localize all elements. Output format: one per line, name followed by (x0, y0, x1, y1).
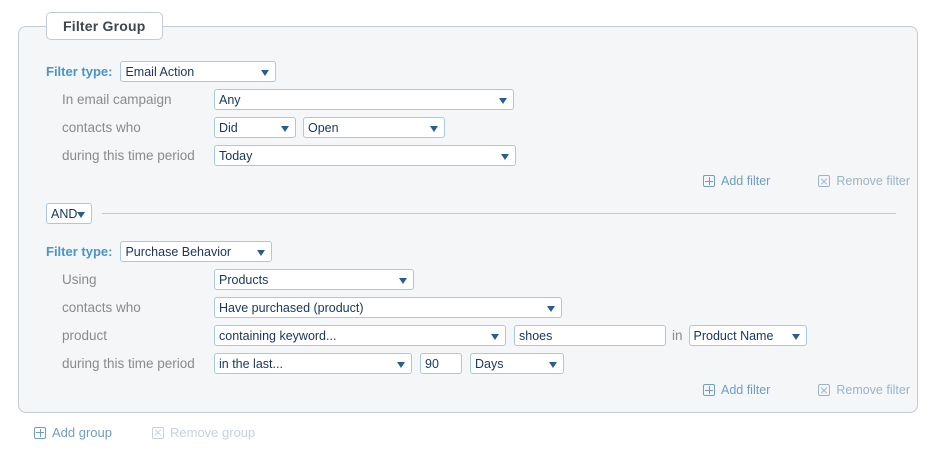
filter-1-type-select[interactable]: Email Action (120, 61, 277, 82)
filter-2-behavior-select[interactable]: Have purchased (product) (214, 297, 562, 318)
filter-2-row-period-label: during this time period (62, 356, 195, 371)
filter-1-did-value: Did (219, 120, 238, 135)
filter-1-did-select[interactable]: Did (214, 117, 296, 138)
filter-2-period-unit-select[interactable]: Days (470, 353, 564, 374)
filter-1-add-filter-label: Add filter (721, 174, 771, 188)
filter-group-tab: Filter Group (46, 12, 163, 40)
filter-2-using-select[interactable]: Products (214, 269, 414, 290)
filter-2-keyword-input[interactable]: shoes (514, 325, 666, 346)
chevron-down-icon (491, 333, 499, 340)
chevron-down-icon (499, 97, 507, 104)
remove-group-label: Remove group (170, 425, 256, 440)
filter-2-actions: Add filter Remove filter (703, 383, 910, 397)
filter-group-tab-label: Filter Group (63, 18, 146, 34)
chevron-down-icon (397, 361, 405, 368)
boolean-connector-select[interactable]: AND (46, 203, 92, 224)
filter-2-type-value: Purchase Behavior (125, 244, 232, 259)
filter-2-row-using-label: Using (62, 272, 97, 287)
remove-group-button: Remove group (152, 425, 255, 440)
filter-1-actions: Add filter Remove filter (703, 174, 910, 188)
filter-1-type-row: Filter type: Email Action (46, 61, 277, 82)
filter-2-period-select[interactable]: in the last... (214, 353, 412, 374)
filter-1-type-label: Filter type: (46, 64, 113, 79)
filter-2-type-row: Filter type: Purchase Behavior (46, 241, 273, 262)
chevron-down-icon (430, 125, 438, 132)
filter-1-event-value: Open (308, 120, 339, 135)
filter-1-remove-filter-button[interactable]: Remove filter (818, 174, 910, 188)
filter-2-add-filter-button[interactable]: Add filter (703, 383, 770, 397)
filter-1-event-select[interactable]: Open (303, 117, 445, 138)
filter-2-period-amount-value: 90 (425, 356, 439, 371)
filter-2-type-label: Filter type: (46, 244, 113, 259)
chevron-down-icon (257, 249, 266, 256)
filter-2-row-period: during this time period in the last... 9… (62, 353, 564, 374)
filter-2-row-using: Using Products (62, 269, 414, 290)
chevron-down-icon (791, 333, 800, 340)
filter-2-row-product: product containing keyword... shoes in P… (62, 325, 807, 346)
filter-1-row-period: during this time period Today (62, 145, 516, 166)
connector-divider (102, 213, 896, 214)
filter-2-product-field-select[interactable]: Product Name (688, 325, 807, 346)
filter-2-remove-filter-label: Remove filter (836, 383, 910, 397)
boolean-connector-value: AND (51, 206, 78, 221)
filter-2-keyword-value: shoes (519, 328, 553, 343)
plus-box-icon (703, 175, 715, 187)
filter-2-product-match-select[interactable]: containing keyword... (214, 325, 506, 346)
add-group-button[interactable]: Add group (34, 425, 112, 440)
filter-1-period-value: Today (219, 148, 253, 163)
filter-2-row-behavior-label: contacts who (62, 300, 141, 315)
filter-1-remove-filter-label: Remove filter (836, 174, 910, 188)
filter-1-period-select[interactable]: Today (214, 145, 516, 166)
filter-2-using-value: Products (219, 272, 269, 287)
filter-2-row-behavior: contacts who Have purchased (product) (62, 297, 562, 318)
close-box-icon (818, 175, 831, 187)
filter-1-row-period-label: during this time period (62, 148, 195, 163)
filter-2-product-match-value: containing keyword... (219, 328, 337, 343)
close-box-icon (818, 384, 831, 396)
close-box-icon (152, 426, 164, 439)
chevron-down-icon (261, 69, 270, 76)
filter-1-campaign-value: Any (219, 92, 241, 107)
filter-2-period-unit-value: Days (475, 356, 504, 371)
filter-2-type-select[interactable]: Purchase Behavior (120, 241, 273, 262)
chevron-down-icon (501, 153, 509, 160)
chevron-down-icon (281, 125, 289, 132)
filter-2-add-filter-label: Add filter (721, 383, 771, 397)
filter-2-row-product-label: product (62, 328, 108, 343)
filter-2-period-amount-input[interactable]: 90 (420, 353, 462, 374)
filter-1-row-campaign: In email campaign Any (62, 89, 514, 110)
chevron-down-icon (547, 305, 555, 312)
plus-box-icon (703, 384, 715, 396)
chevron-down-icon (549, 361, 557, 368)
filter-2-remove-filter-button[interactable]: Remove filter (818, 383, 910, 397)
chevron-down-icon (399, 277, 407, 284)
filter-2-in-label: in (672, 328, 683, 343)
plus-box-icon (34, 426, 46, 439)
filter-1-row-action: contacts who Did Open (62, 117, 445, 138)
chevron-down-icon (77, 211, 85, 218)
add-group-label: Add group (52, 425, 112, 440)
filter-1-row-campaign-label: In email campaign (62, 92, 172, 107)
filter-1-type-value: Email Action (125, 64, 195, 79)
filter-1-add-filter-button[interactable]: Add filter (703, 174, 770, 188)
filter-1-row-action-label: contacts who (62, 120, 141, 135)
filter-2-behavior-value: Have purchased (product) (219, 300, 364, 315)
filter-2-period-value: in the last... (219, 356, 283, 371)
group-actions: Add group Remove group (34, 425, 255, 440)
boolean-connector-row: AND (46, 203, 896, 224)
filter-1-campaign-select[interactable]: Any (214, 89, 514, 110)
filter-2-product-field-value: Product Name (693, 328, 774, 343)
